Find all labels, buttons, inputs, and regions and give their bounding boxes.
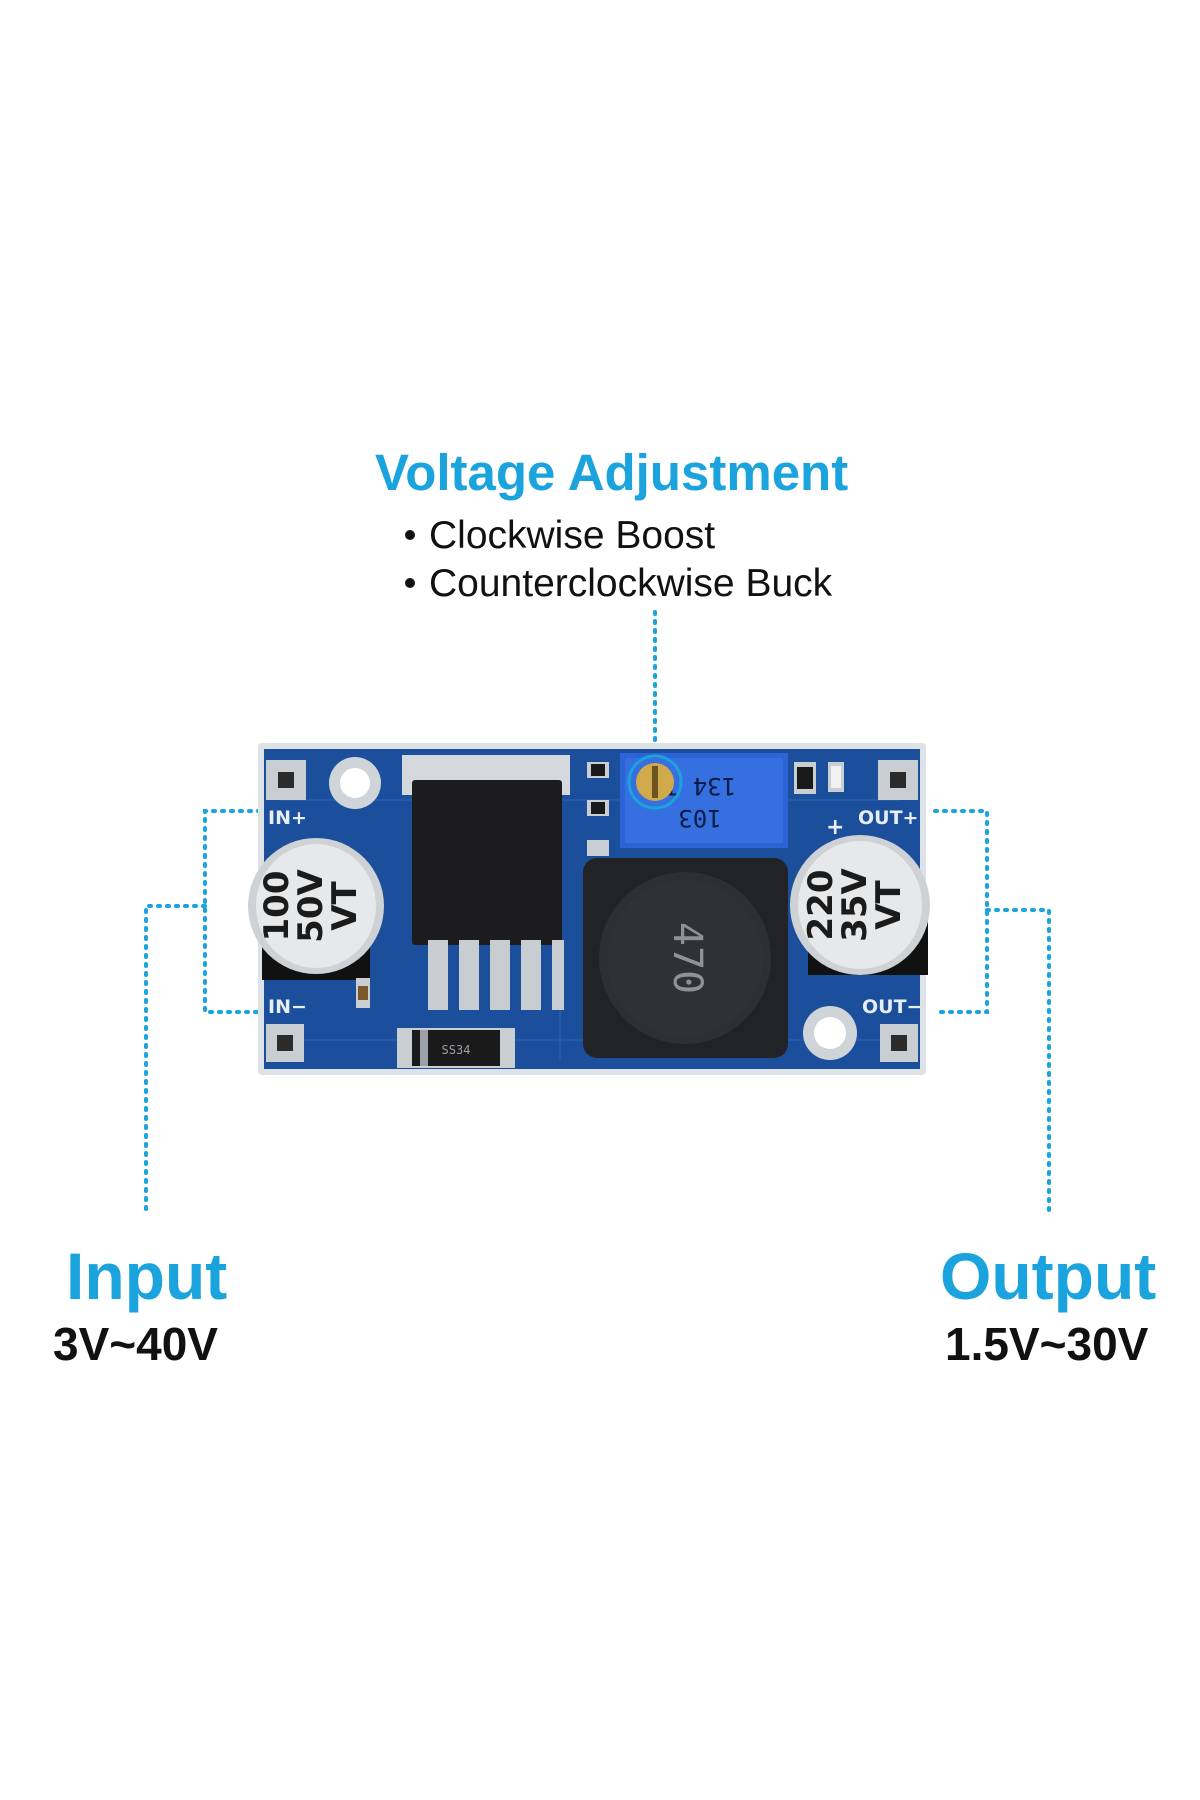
pot-code: 103: [678, 804, 721, 832]
bullet-text-boost: Clockwise Boost: [429, 514, 716, 557]
bullet-text-buck: Counterclockwise Buck: [429, 562, 833, 605]
inductor-marking: 470: [664, 922, 710, 994]
pin-in-plus-label: IN+: [268, 807, 307, 829]
bullet-dot-icon: [405, 577, 415, 588]
pin-labels: IN+ IN− OUT+ OUT− +: [268, 807, 922, 1018]
cap-left-value: 100: [257, 871, 297, 942]
adjust-screw-highlight: [627, 754, 683, 810]
input-bracket-line: [203, 809, 262, 1014]
regulator-ic: [402, 755, 570, 1010]
output-voltage-range: 1.5V~30V: [945, 1318, 1149, 1370]
input-capacitor: 100 50V VT: [248, 838, 384, 980]
trim-potentiometer: 103 134 T: [620, 753, 788, 848]
cap-right-series: VT: [869, 879, 909, 929]
cap-right-voltage: 35V: [835, 868, 875, 942]
bullet-item: Counterclockwise Buck: [405, 560, 832, 608]
output-capacitor: 220 35V VT: [790, 835, 930, 975]
cap-left-series: VT: [325, 880, 365, 930]
voltage-adjustment-heading: Voltage Adjustment: [375, 444, 849, 501]
pin-out-plus-label: OUT+: [858, 807, 918, 829]
diode-marking: SS34: [442, 1043, 471, 1057]
output-leader-line: [985, 908, 1051, 1212]
cap-right-value: 220: [801, 870, 841, 941]
schottky-diode: SS34: [397, 1028, 515, 1068]
bullet-item: Clockwise Boost: [405, 512, 832, 560]
pin-in-minus-label: IN−: [268, 996, 307, 1018]
input-leader-line: [144, 904, 207, 1212]
output-label: Output: [940, 1239, 1157, 1313]
cap-left-voltage: 50V: [291, 869, 331, 943]
input-label: Input: [66, 1239, 228, 1313]
output-bracket-line: [933, 809, 989, 1014]
mounting-holes: [266, 757, 918, 1062]
pot-lot: 134 T: [664, 772, 736, 800]
input-voltage-range: 3V~40V: [53, 1318, 218, 1370]
polarity-plus-mark: +: [826, 815, 844, 840]
pin-out-minus-label: OUT−: [862, 996, 922, 1018]
bullet-dot-icon: [405, 529, 415, 540]
inductor: 470: [583, 858, 788, 1058]
adjustment-bullets: Clockwise Boost Counterclockwise Buck: [405, 512, 832, 608]
smd-components: [356, 762, 844, 1008]
